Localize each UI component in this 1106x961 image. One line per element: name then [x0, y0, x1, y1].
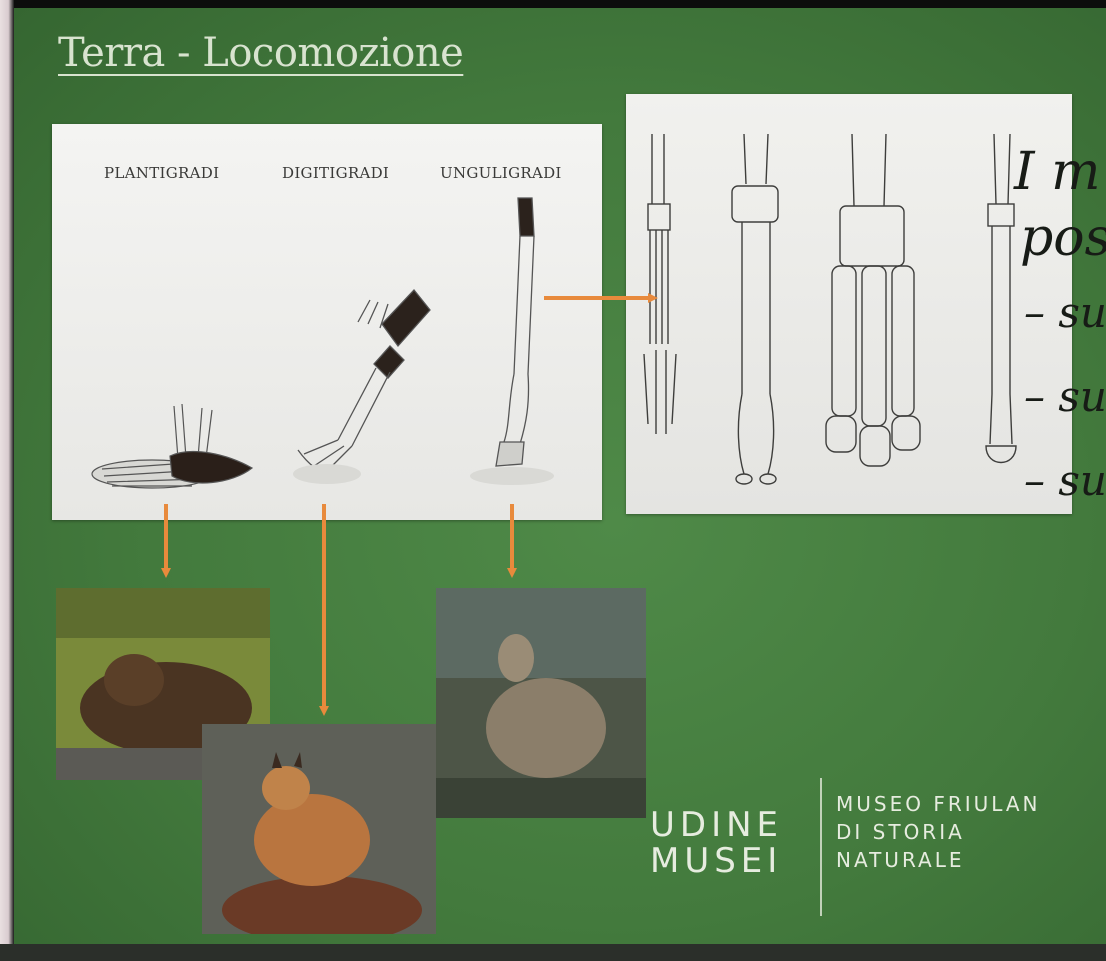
presentation-slide: Terra - Locomozione PLANTIGRADI DIGITIGR…: [14, 8, 1106, 944]
logo-word-musei: MUSEI: [650, 844, 782, 878]
background-wall: [0, 0, 14, 961]
deer-photo: [436, 588, 646, 818]
museum-name-line-3: NATURALE: [836, 848, 965, 872]
museum-name-line-1: MUSEO FRIULAN: [836, 792, 1041, 816]
logo-divider: [820, 778, 822, 916]
logo-word-udine: UDINE: [650, 808, 783, 842]
lynx-photo: [202, 724, 436, 934]
museum-name-line-2: DI STORIA: [836, 820, 965, 844]
projector-bottom-edge: [0, 944, 1106, 961]
